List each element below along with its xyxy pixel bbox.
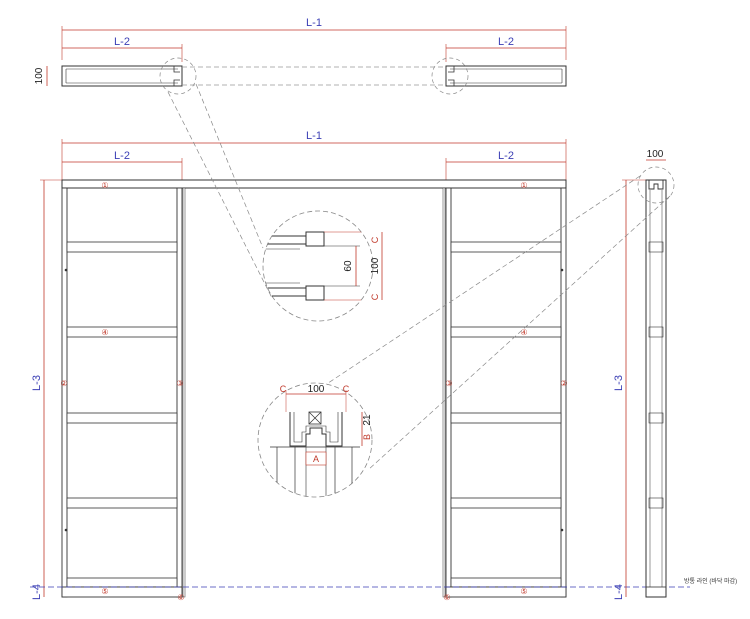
detail1-c-top: C (370, 236, 380, 243)
marker-1-left: ① (101, 181, 108, 190)
detail-2: 100 C C 21 B A (257, 382, 373, 498)
detail2-b-label: B (362, 434, 372, 440)
left-pocket-frame (61, 187, 186, 598)
marker-6-right: ⑥ (443, 593, 450, 602)
marker-4-right: ④ (520, 328, 527, 337)
l2-front-left-label: L-2 (114, 150, 130, 162)
l2-top-right-label: L-2 (498, 36, 514, 48)
l2-front-right-label: L-2 (498, 150, 514, 162)
marker-6-left: ⑥ (177, 593, 184, 602)
side-detail-bubble (637, 166, 675, 204)
detail2-100-label: 100 (308, 384, 325, 395)
l4-front-label: L-4 (31, 584, 43, 600)
detail1-100-label: 100 (370, 257, 381, 274)
detail1-c-bottom: C (370, 293, 380, 300)
marker-4-left: ④ (101, 328, 108, 337)
marker-5-right: ⑤ (520, 587, 527, 596)
detail2-21-label: 21 (362, 414, 373, 426)
detail-1: 60 100 C C (262, 210, 383, 322)
right-pocket-frame (442, 187, 567, 598)
top-right-detail-bubble (431, 57, 469, 95)
top-depth-label: 100 (34, 67, 45, 84)
l1-top-label: L-1 (306, 17, 322, 29)
detail2-c-right: C (343, 384, 350, 394)
top-left-detail-bubble (159, 57, 197, 95)
marker-5-left: ⑤ (101, 587, 108, 596)
marker-3-left: ③ (176, 379, 183, 388)
detail1-60-label: 60 (343, 260, 354, 272)
detail-leader-lines (167, 83, 671, 471)
detail2-a-label: A (313, 454, 319, 464)
marker-1-right: ① (520, 181, 527, 190)
marker-2-left: ② (60, 379, 67, 388)
l1-front-label: L-1 (306, 130, 322, 142)
side-depth-label: 100 (647, 149, 664, 160)
marker-3-right: ③ (445, 379, 452, 388)
l3-side-label: L-3 (613, 375, 625, 391)
l4-side-label: L-4 (613, 584, 625, 600)
top-plan-view: L-1 L-2 L-2 100 (34, 17, 567, 95)
header-beam (61, 179, 567, 189)
side-view: 100 L-3 L-4 (613, 149, 675, 600)
floor-line-note: 방통 라인 (바닥 마감) (684, 577, 737, 585)
front-elevation: L-1 L-2 L-2 L-3 L-4 (30, 130, 737, 602)
l3-front-label: L-3 (31, 375, 43, 391)
marker-2-right: ② (560, 379, 567, 388)
l2-top-left-label: L-2 (114, 36, 130, 48)
detail2-c-left: C (280, 384, 287, 394)
